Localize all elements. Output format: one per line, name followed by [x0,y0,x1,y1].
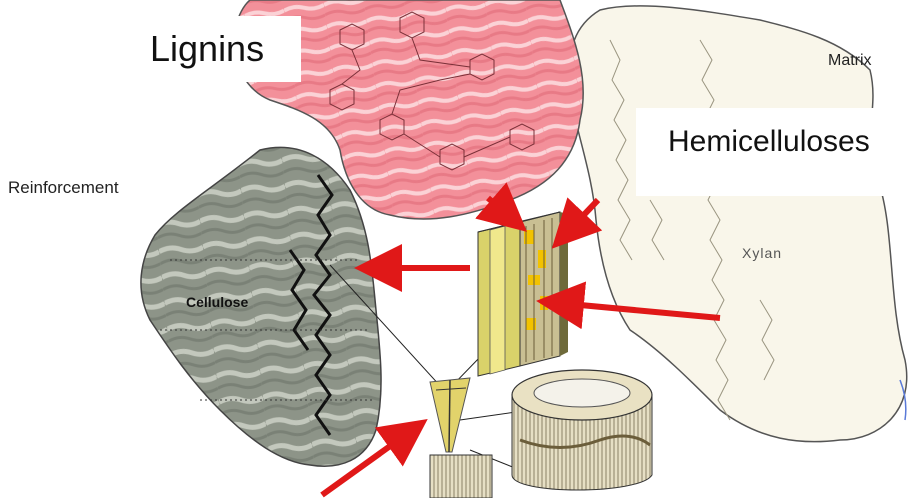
xylan-label: Xylan [742,245,782,261]
cellulose-region [141,147,381,466]
hemicelluloses-text: Hemicelluloses [668,125,870,158]
wood-log [512,370,652,490]
fiber-wall-block [478,212,568,376]
hemicelluloses-label: Hemicelluloses [636,108,919,196]
microfibril-cone [430,378,470,452]
lignins-label: Lignins [138,16,301,82]
reinforcement-label: Reinforcement [8,178,119,198]
matrix-label: Matrix [828,52,872,70]
fiber-bundle [430,455,492,498]
lignins-text: Lignins [150,28,264,69]
cellulose-label: Cellulose [186,294,248,310]
